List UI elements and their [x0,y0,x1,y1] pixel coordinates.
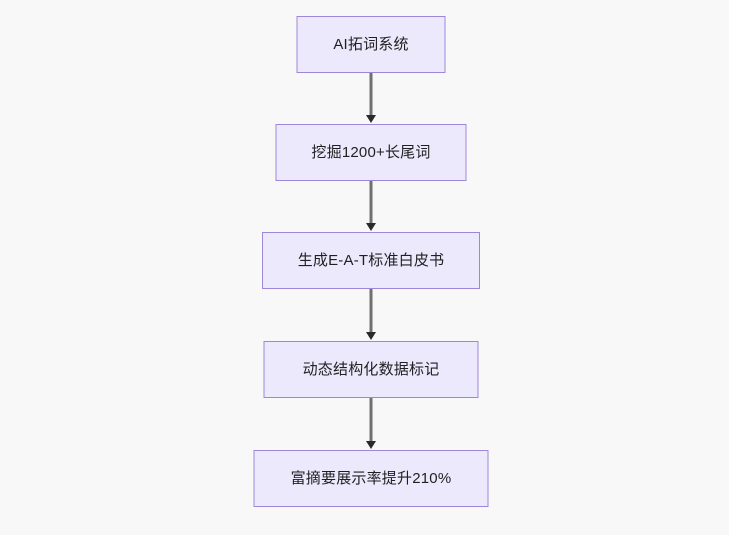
flow-node-label: AI拓词系统 [333,36,409,53]
flow-node-generate-eat-whitepaper[interactable]: 生成E-A-T标准白皮书 [262,232,480,289]
arrow-down-icon [366,223,376,231]
flow-edge-1 [369,73,373,116]
flow-node-label: 富摘要展示率提升210% [290,470,452,487]
flow-node-dynamic-structured-data-markup[interactable]: 动态结构化数据标记 [263,341,479,398]
arrow-down-icon [366,332,376,340]
flow-edge-2 [369,181,373,224]
arrow-down-icon [366,441,376,449]
flow-node-ai-keyword-system[interactable]: AI拓词系统 [296,16,446,73]
flow-node-rich-snippet-impression-uplift[interactable]: 富摘要展示率提升210% [253,450,489,507]
flow-edge-3 [369,289,373,333]
flow-node-mine-longtail-keywords[interactable]: 挖掘1200+长尾词 [275,124,467,181]
flow-node-label: 动态结构化数据标记 [302,361,440,378]
flow-edge-4 [369,398,373,442]
flow-node-label: 生成E-A-T标准白皮书 [297,252,445,269]
arrow-down-icon [366,115,376,123]
flow-node-label: 挖掘1200+长尾词 [311,144,431,161]
